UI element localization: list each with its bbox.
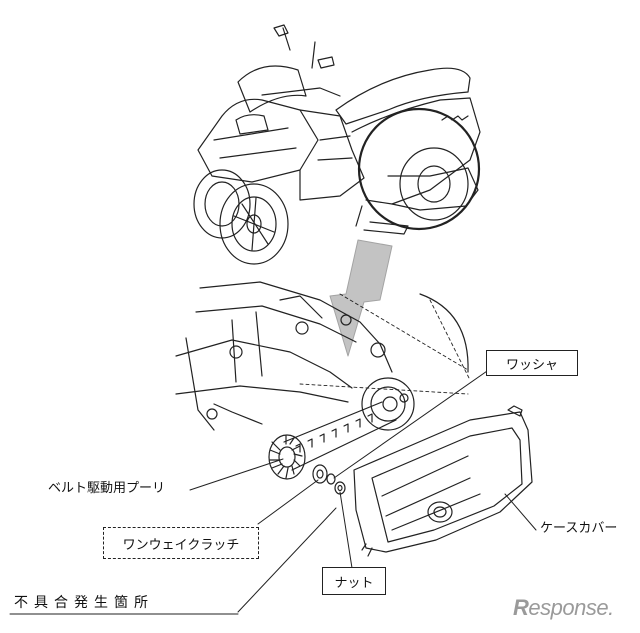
nut-label-box: ナット [322, 567, 386, 595]
case-cover-label: ケースカバー [540, 521, 618, 536]
defect-location-label: 不具合発生箇所 [14, 595, 154, 611]
one-way-clutch-label: ワンウェイクラッチ [122, 537, 240, 553]
scooter-illustration [193, 24, 481, 265]
one-way-clutch-label-box: ワンウェイクラッチ [103, 527, 259, 559]
small-parts [312, 464, 346, 495]
response-watermark: Response. [513, 595, 614, 621]
nut-label: ナット [334, 575, 374, 591]
leader-lines [9, 368, 537, 615]
washer-label-box: ワッシャ [486, 350, 578, 376]
zoom-pointer-arrow [329, 239, 393, 357]
belt-pulley-label: ベルト駆動用プーリ [48, 481, 166, 496]
watermark-r: R [513, 595, 529, 620]
drive-detail [175, 281, 471, 480]
watermark-text: esponse. [528, 595, 614, 620]
washer-label: ワッシャ [505, 357, 558, 373]
case-cover-drawing [353, 405, 533, 557]
